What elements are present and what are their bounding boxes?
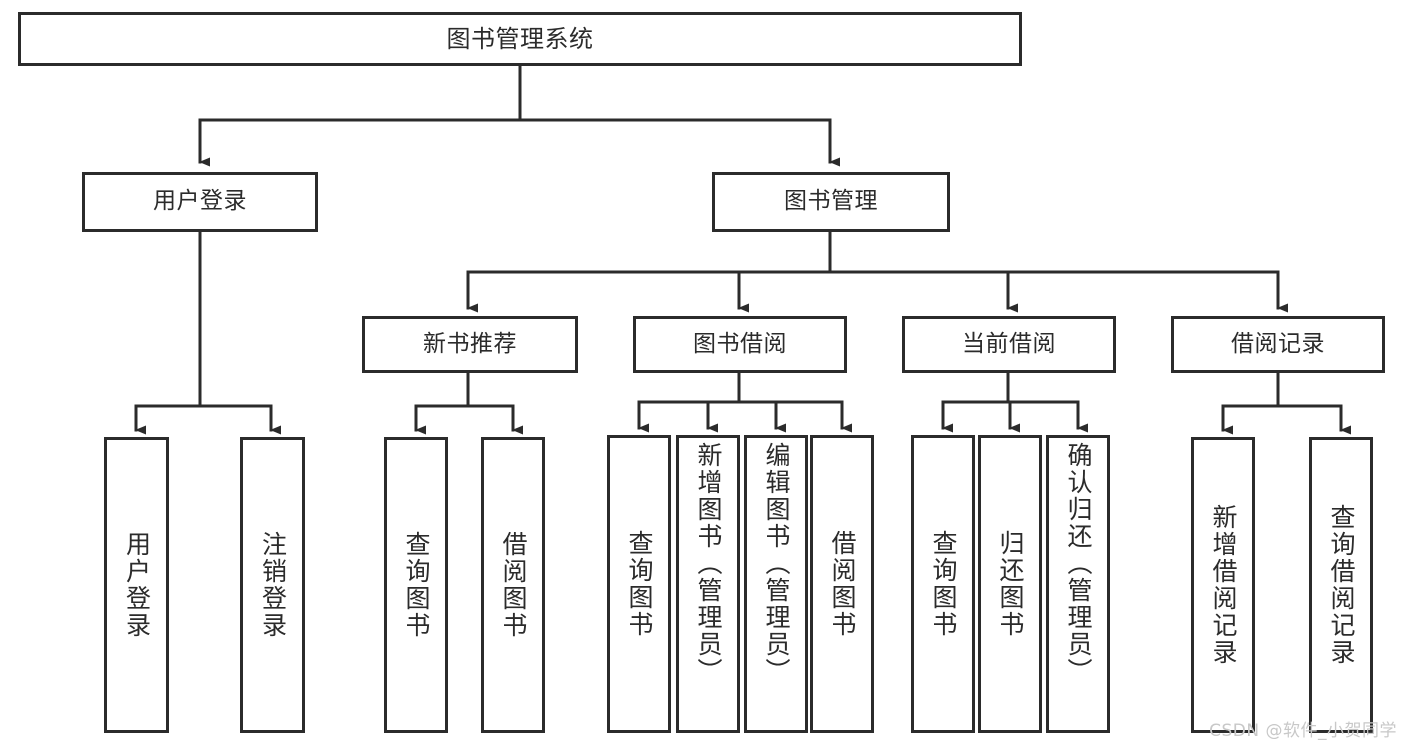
- node-borrow-record-label: 借阅记录: [1231, 330, 1325, 357]
- node-current-borrow[interactable]: 当前借阅: [902, 316, 1116, 373]
- node-root[interactable]: 图书管理系统: [18, 12, 1022, 66]
- node-leaf-query-record[interactable]: 查询借阅记录: [1309, 437, 1373, 733]
- edges-bookborrow-to-leaves: [637, 371, 853, 433]
- node-leaf-add-record-label: 新增借阅记录: [1209, 504, 1238, 666]
- node-user-login-label: 用户登录: [153, 188, 247, 215]
- node-user-login[interactable]: 用户登录: [82, 172, 318, 232]
- node-leaf-add-book[interactable]: 新增图书（管理员）: [676, 435, 740, 733]
- node-leaf-borrow-book-1-label: 借阅图书: [499, 531, 528, 639]
- node-leaf-query-book-1[interactable]: 查询图书: [384, 437, 448, 733]
- node-leaf-query-book-1-label: 查询图书: [402, 531, 431, 639]
- node-leaf-edit-book[interactable]: 编辑图书（管理员）: [744, 435, 808, 733]
- edges-bookmgmt-to-level2: [466, 230, 1289, 313]
- node-leaf-return-book[interactable]: 归还图书: [978, 435, 1042, 733]
- edges-borrowrecord-to-leaves: [1221, 371, 1352, 435]
- node-book-management[interactable]: 图书管理: [712, 172, 950, 232]
- node-leaf-user-login[interactable]: 用户登录: [104, 437, 169, 733]
- node-leaf-query-book-3[interactable]: 查询图书: [911, 435, 975, 733]
- node-leaf-add-book-label: 新增图书（管理员）: [694, 442, 723, 685]
- node-leaf-logout-login[interactable]: 注销登录: [240, 437, 305, 733]
- edges-root-to-level1: [198, 64, 841, 167]
- node-new-book-recommend[interactable]: 新书推荐: [362, 316, 578, 373]
- node-leaf-query-book-3-label: 查询图书: [929, 530, 958, 638]
- node-leaf-add-record[interactable]: 新增借阅记录: [1191, 437, 1255, 733]
- edges-currentborrow-to-leaves: [941, 371, 1089, 433]
- node-book-borrow-label: 图书借阅: [693, 330, 787, 357]
- node-leaf-borrow-book-1[interactable]: 借阅图书: [481, 437, 545, 733]
- node-leaf-borrow-book-2[interactable]: 借阅图书: [810, 435, 874, 733]
- node-leaf-user-login-label: 用户登录: [122, 531, 152, 639]
- node-leaf-borrow-book-2-label: 借阅图书: [828, 530, 857, 638]
- node-new-book-recommend-label: 新书推荐: [423, 330, 517, 357]
- node-leaf-confirm-return[interactable]: 确认归还（管理员）: [1046, 435, 1110, 733]
- edges-newbook-to-leaves: [414, 371, 524, 435]
- watermark-text: CSDN @软件_小贺同学: [1209, 721, 1397, 741]
- node-book-borrow[interactable]: 图书借阅: [633, 316, 847, 373]
- node-book-management-label: 图书管理: [784, 188, 878, 215]
- node-leaf-return-book-label: 归还图书: [996, 530, 1025, 638]
- node-leaf-query-book-2[interactable]: 查询图书: [607, 435, 671, 733]
- node-leaf-query-record-label: 查询借阅记录: [1327, 504, 1356, 666]
- node-root-label: 图书管理系统: [446, 24, 594, 53]
- node-borrow-record[interactable]: 借阅记录: [1171, 316, 1385, 373]
- node-leaf-logout-login-label: 注销登录: [258, 531, 288, 639]
- node-current-borrow-label: 当前借阅: [962, 330, 1056, 357]
- node-leaf-edit-book-label: 编辑图书（管理员）: [762, 442, 791, 685]
- node-leaf-query-book-2-label: 查询图书: [625, 530, 654, 638]
- node-leaf-confirm-return-label: 确认归还（管理员）: [1064, 442, 1093, 685]
- edges-userlogin-to-leaves: [134, 230, 282, 435]
